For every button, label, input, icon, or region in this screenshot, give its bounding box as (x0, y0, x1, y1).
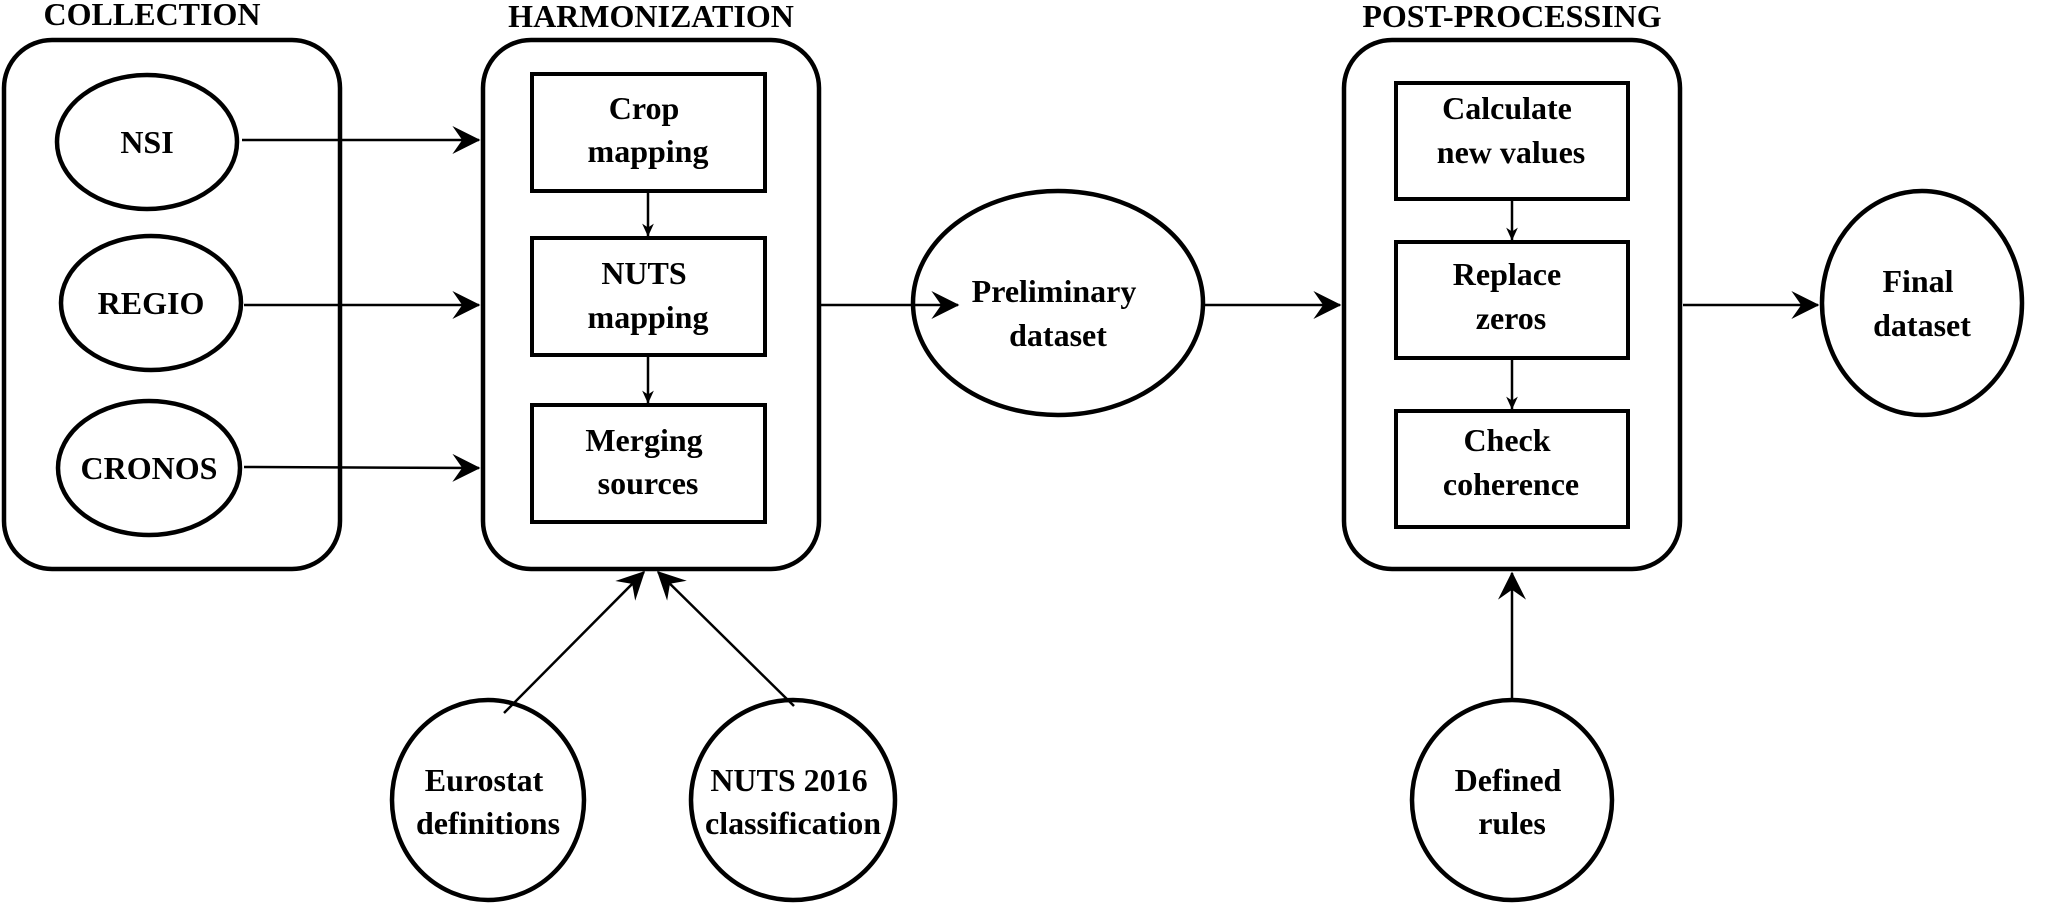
crop-mapping-line-2: mapping (588, 133, 709, 169)
node-replace-zeros (1394, 240, 1630, 360)
node-nsi (54, 72, 240, 212)
node-nuts-2016-classification-label: NUTS 2016 classification (705, 762, 881, 841)
node-defined-rules-label: Defined rules (1455, 762, 1570, 841)
harmonization-group (480, 37, 822, 572)
eurostat-line-1: Eurostat (425, 762, 544, 798)
calculate-line-1: Calculate (1442, 90, 1572, 126)
node-regio (58, 233, 244, 373)
final-line-1: Final (1882, 263, 1953, 299)
node-check-coherence-label: Check coherence (1443, 422, 1579, 502)
node-regio-label: REGIO (98, 285, 205, 321)
merging-sources-line-1: Merging (585, 422, 702, 458)
check-coherence-line-2: coherence (1443, 466, 1579, 502)
node-merging-sources-label: Merging sources (585, 422, 710, 501)
replace-zeros-line-2: zeros (1476, 300, 1546, 336)
node-crop-mapping-label: Crop mapping (588, 90, 709, 169)
node-defined-rules (1409, 697, 1615, 903)
node-crop-mapping (530, 72, 767, 193)
node-calculate-new-values (1394, 81, 1630, 201)
node-preliminary-dataset-label: Preliminary dataset (972, 273, 1145, 353)
node-preliminary-dataset (910, 188, 1206, 418)
crop-mapping-line-1: Crop (609, 90, 680, 126)
node-check-coherence (1394, 409, 1630, 529)
merging-sources-line-2: sources (598, 465, 699, 501)
edge-cronos-to-harmonization (243, 453, 481, 482)
node-nuts-2016-classification (688, 697, 898, 903)
node-cronos (55, 398, 243, 538)
node-final-dataset (1819, 188, 2025, 418)
replace-zeros-line-1: Replace (1453, 256, 1561, 292)
node-nsi-label: NSI (120, 124, 173, 160)
nuts-mapping-line-2: mapping (588, 299, 709, 335)
group-title-postprocessing: POST-PROCESSING (1362, 0, 1661, 34)
nuts2016-line-2: classification (705, 805, 881, 841)
preliminary-line-1: Preliminary (972, 273, 1137, 309)
edge-eurostat-to-harmonization (503, 571, 645, 714)
calculate-line-2: new values (1437, 134, 1585, 170)
postprocessing-group (1341, 37, 1683, 572)
node-cronos-label: CRONOS (81, 450, 218, 486)
nuts2016-line-1: NUTS 2016 (710, 762, 867, 798)
node-calculate-new-values-label: Calculate new values (1437, 90, 1585, 170)
defined-rules-line-1: Defined (1455, 762, 1562, 798)
group-title-collection: COLLECTION (44, 0, 261, 32)
node-nuts-mapping (530, 236, 767, 357)
check-coherence-line-1: Check (1463, 422, 1550, 458)
final-line-2: dataset (1873, 307, 1971, 343)
node-eurostat-definitions-label: Eurostat definitions (416, 762, 560, 841)
node-eurostat-definitions (389, 697, 587, 903)
node-final-dataset-label: Final dataset (1873, 263, 1971, 343)
group-title-harmonization: HARMONIZATION (508, 0, 794, 34)
defined-rules-line-2: rules (1478, 805, 1546, 841)
node-merging-sources (530, 403, 767, 524)
edge-nuts2016-to-harmonization (657, 571, 795, 707)
eurostat-line-2: definitions (416, 805, 560, 841)
node-replace-zeros-label: Replace zeros (1453, 256, 1569, 336)
nuts-mapping-line-1: NUTS (601, 255, 686, 291)
node-nuts-mapping-label: NUTS mapping (588, 255, 709, 335)
preliminary-line-2: dataset (1009, 317, 1107, 353)
